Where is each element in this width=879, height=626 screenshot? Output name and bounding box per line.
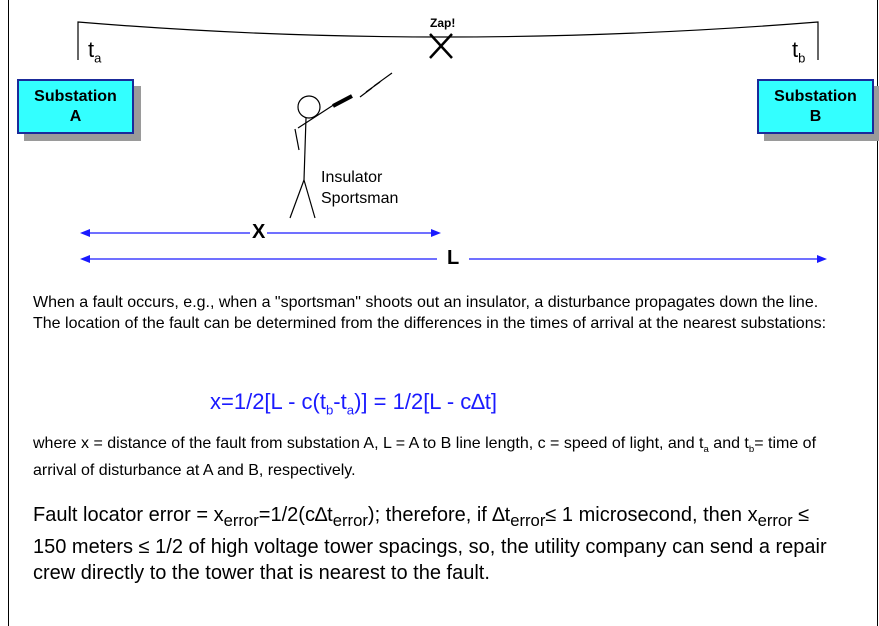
sportsman-figure: [289, 95, 336, 219]
paragraph-fault-description: When a fault occurs, e.g., when a "sport…: [33, 294, 827, 332]
slide-frame: [8, 0, 878, 626]
rifle: [332, 94, 353, 108]
shot-spark: [359, 72, 393, 98]
substation-b-box: Substation B: [757, 79, 874, 134]
dimension-x-label: X: [250, 221, 268, 244]
substation-a-line1: Substation: [34, 88, 117, 105]
substation-a-box: Substation A: [17, 79, 134, 134]
substation-a-line2: A: [69, 108, 82, 125]
dimension-l-label: L: [437, 247, 470, 270]
transmission-line: [77, 21, 819, 60]
substation-b-line1: Substation: [774, 88, 857, 105]
label-t-b: tb: [792, 37, 806, 66]
paragraph-error-analysis: Fault locator error = xerror=1/2(c∆terro…: [33, 504, 827, 584]
zap-label: Zap!: [430, 16, 456, 30]
paragraph-variable-definitions: where x = distance of the fault from sub…: [33, 435, 817, 480]
fault-location-formula: x=1/2[L - c(tb-ta)] = 1/2[L - c∆t]: [210, 389, 497, 418]
label-t-a: ta: [88, 37, 102, 66]
fault-x-mark: [429, 33, 453, 59]
sportsman-label: Insulator Sportsman: [321, 169, 399, 207]
substation-b-line2: B: [809, 108, 822, 125]
